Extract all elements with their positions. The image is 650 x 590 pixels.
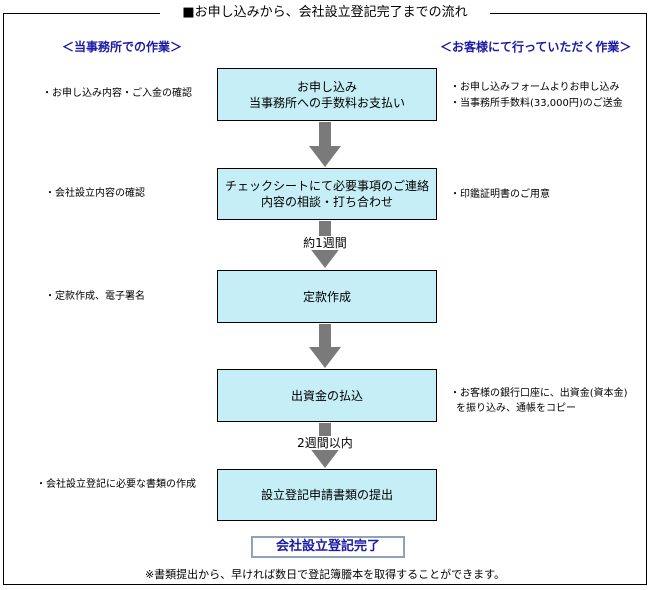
page-title: ■お申し込みから、会社設立登記完了までの流れ xyxy=(160,4,490,22)
down-arrow-icon xyxy=(309,122,341,167)
step-line: 出資金の払込 xyxy=(290,388,363,403)
left-column-heading: ＜当事務所での作業＞ xyxy=(62,40,183,54)
step-box-application: お申し込み 当事務所への手数料お支払い xyxy=(217,68,437,121)
office-task-note: ・会社設立登記に必要な書類の作成 xyxy=(36,479,196,490)
step-line: お申し込み xyxy=(296,79,357,94)
footnote: ※書類提出から、早ければ数日で登記簿謄本を取得することができます。 xyxy=(144,568,506,581)
customer-task-note: を振り込み、通帳をコピー xyxy=(456,403,576,414)
office-task-note: ・会社設立内容の確認 xyxy=(45,188,145,199)
right-column-heading: ＜お客様にて行っていただく作業＞ xyxy=(440,40,632,54)
down-arrow-icon xyxy=(309,324,341,368)
step-line: チェックシートにて必要事項のご連絡 xyxy=(224,179,429,193)
duration-label: 約1週間 xyxy=(280,236,370,250)
step-line: 定款作成 xyxy=(302,289,351,304)
step-line: 当事務所への手数料お支払い xyxy=(248,95,405,110)
office-task-note: ・定款作成、電子署名 xyxy=(45,291,145,302)
duration-label: 2週間以内 xyxy=(280,436,370,450)
step-box-checksheet: チェックシートにて必要事項のご連絡 内容の相談・打ち合わせ xyxy=(217,168,437,220)
office-task-note: ・お申し込み内容・ご入金の確認 xyxy=(42,88,192,99)
customer-task-note: ・当事務所手数料(33,000円)のご送金 xyxy=(450,98,623,109)
step-box-filing: 設立登記申請書類の提出 xyxy=(217,469,437,521)
step-line: 設立登記申請書類の提出 xyxy=(260,488,393,502)
step-box-capital-payment: 出資金の払込 xyxy=(217,369,437,422)
step-line: 内容の相談・打ち合わせ xyxy=(260,195,393,209)
customer-task-note: ・印鑑証明書のご用意 xyxy=(450,189,550,200)
customer-task-note: ・お客様の銀行口座に、出資金(資本金) xyxy=(450,388,628,399)
customer-task-note: ・お申し込みフォームよりお申し込み xyxy=(450,82,620,93)
registration-complete-label: 会社設立登記完了 xyxy=(251,536,405,558)
step-box-articles: 定款作成 xyxy=(217,270,437,323)
